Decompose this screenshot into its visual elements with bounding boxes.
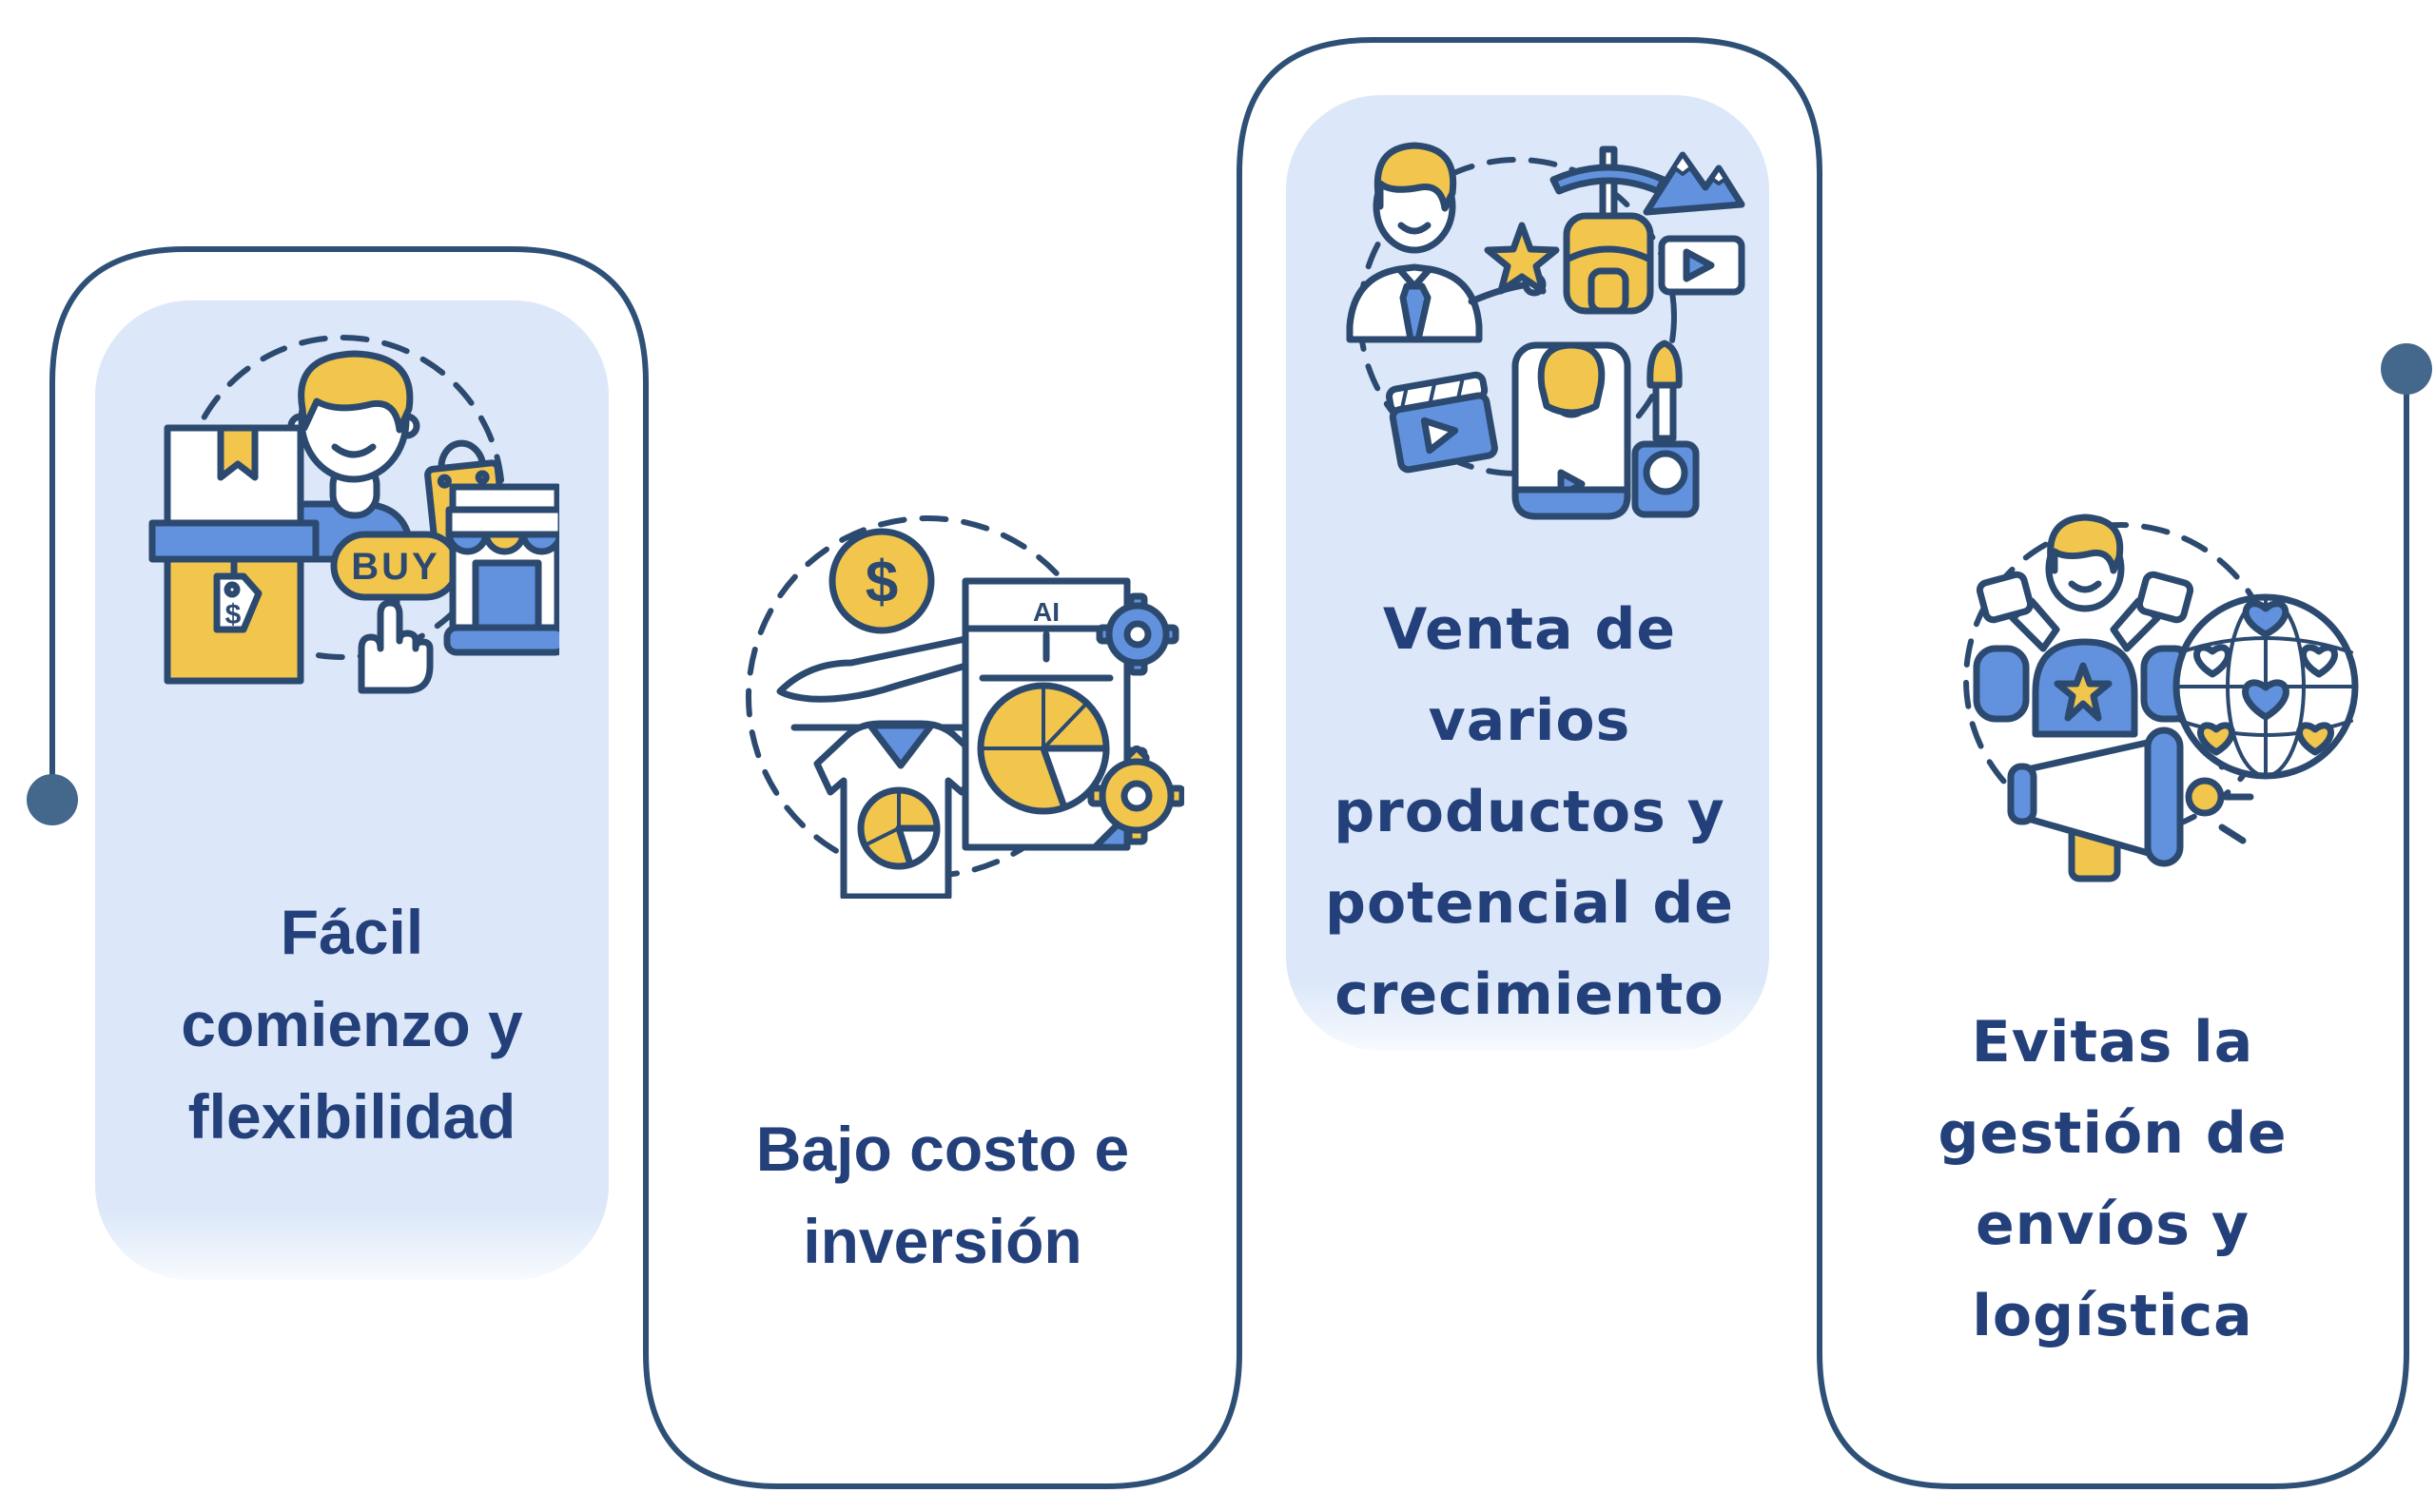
storefront-icon xyxy=(443,483,559,656)
svg-text:BUY: BUY xyxy=(351,546,439,588)
megaphone-icon xyxy=(2007,727,2254,882)
video-clip-icon xyxy=(1658,235,1745,296)
start-dot xyxy=(27,774,78,825)
svg-text:$: $ xyxy=(866,550,898,615)
serpentine-connector-line xyxy=(49,37,2409,1489)
svg-text:AI: AI xyxy=(1033,597,1060,627)
clapperboard-icon xyxy=(1386,371,1498,474)
influencer-person xyxy=(1973,514,2197,738)
open-hand-icon xyxy=(776,635,989,731)
phone-video-icon xyxy=(1511,341,1631,520)
makeup-brush-icon xyxy=(1631,339,1700,518)
tshirt-icon xyxy=(813,720,988,899)
card-3-label: Venta de varios productos y potencial de… xyxy=(1325,596,1734,1028)
low-cost-investment-icon: $ AI xyxy=(746,515,1184,899)
parcel-box-icon: $ xyxy=(148,424,320,685)
seller-marketplace-icon: $ BUY xyxy=(148,335,559,694)
star-icon xyxy=(1484,222,1560,295)
gear-icon-yellow xyxy=(1087,745,1184,845)
buy-button-icon: BUY xyxy=(330,531,461,694)
no-logistics-icon xyxy=(1963,514,2359,882)
card-4-label: Evitas la gestión de envíos y logística xyxy=(1938,1009,2288,1349)
end-dot xyxy=(2381,343,2432,395)
hearts-globe-icon xyxy=(2172,593,2359,780)
backpack-pickaxe-icon xyxy=(1549,145,1667,315)
svg-text:$: $ xyxy=(225,599,242,630)
mountains-icon xyxy=(1643,151,1745,216)
gear-icon-blue xyxy=(1096,592,1179,676)
presenter-person xyxy=(1346,142,1547,343)
card-1-label: Fácil comienzo y flexibilidad xyxy=(181,897,523,1152)
multiple-products-icon xyxy=(1346,142,1745,520)
dashed-circle xyxy=(1357,157,1677,476)
dollar-coin-icon: $ xyxy=(828,528,935,634)
card-2-label: Bajo costo e inversión xyxy=(755,1114,1130,1276)
